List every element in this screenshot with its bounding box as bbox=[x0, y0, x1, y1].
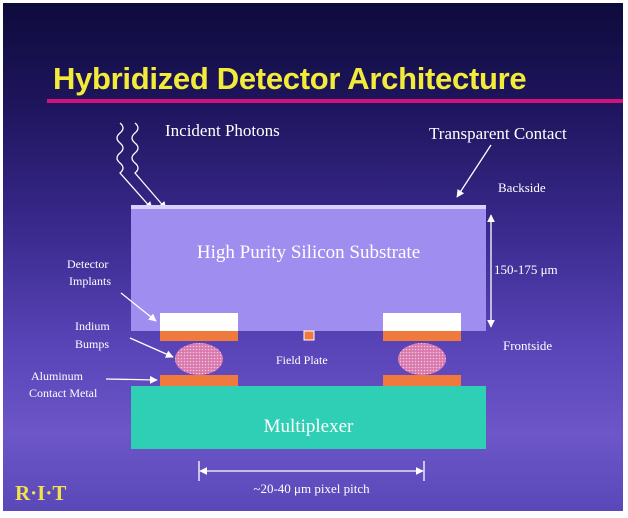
aluminum-pad-right bbox=[383, 375, 461, 386]
silicon-substrate bbox=[131, 209, 486, 331]
bumps-arrow bbox=[129, 337, 174, 358]
thickness-label: 150-175 μm bbox=[494, 262, 558, 277]
transparent-contact-arrow bbox=[456, 144, 492, 198]
aluminum-pad-left bbox=[160, 375, 238, 386]
implant-pad-left bbox=[160, 331, 238, 341]
pixel-pitch-label: ~20-40 μm pixel pitch bbox=[253, 481, 370, 496]
indium-bump-left bbox=[175, 343, 223, 375]
aluminum-contact-label-line1: Aluminum bbox=[31, 369, 84, 383]
aluminum-arrow bbox=[105, 375, 158, 384]
multiplexer-block bbox=[131, 386, 486, 449]
detector-implants-label-line2: Implants bbox=[69, 274, 111, 288]
incident-photons-label: Incident Photons bbox=[165, 121, 280, 140]
slide-title: Hybridized Detector Architecture bbox=[53, 61, 527, 96]
field-plate-label: Field Plate bbox=[276, 353, 328, 367]
substrate-label: High Purity Silicon Substrate bbox=[196, 242, 421, 263]
transparent-contact-layer bbox=[131, 205, 486, 209]
rit-logo: R·I·T bbox=[15, 481, 67, 505]
detector-implant-right bbox=[383, 313, 461, 331]
indium-bumps-label-line1: Indium bbox=[75, 319, 110, 333]
title-underline bbox=[47, 99, 623, 103]
detector-diagram bbox=[47, 99, 623, 481]
aluminum-contact-label-line2: Contact Metal bbox=[29, 386, 98, 400]
indium-bumps-label-line2: Bumps bbox=[75, 337, 110, 351]
backside-label: Backside bbox=[498, 180, 546, 195]
field-plate bbox=[303, 330, 315, 341]
slide-background: Hybridized Detector Architecture bbox=[3, 3, 623, 511]
photon-arrows bbox=[116, 122, 167, 210]
indium-bump-right bbox=[398, 343, 446, 375]
detector-implants-label-line1: Detector bbox=[67, 257, 109, 271]
detector-implant-left bbox=[160, 313, 238, 331]
frontside-label: Frontside bbox=[503, 338, 553, 353]
transparent-contact-label: Transparent Contact bbox=[429, 124, 567, 143]
implants-arrow bbox=[120, 292, 157, 322]
implant-pad-right bbox=[383, 331, 461, 341]
multiplexer-label: Multiplexer bbox=[263, 416, 354, 437]
